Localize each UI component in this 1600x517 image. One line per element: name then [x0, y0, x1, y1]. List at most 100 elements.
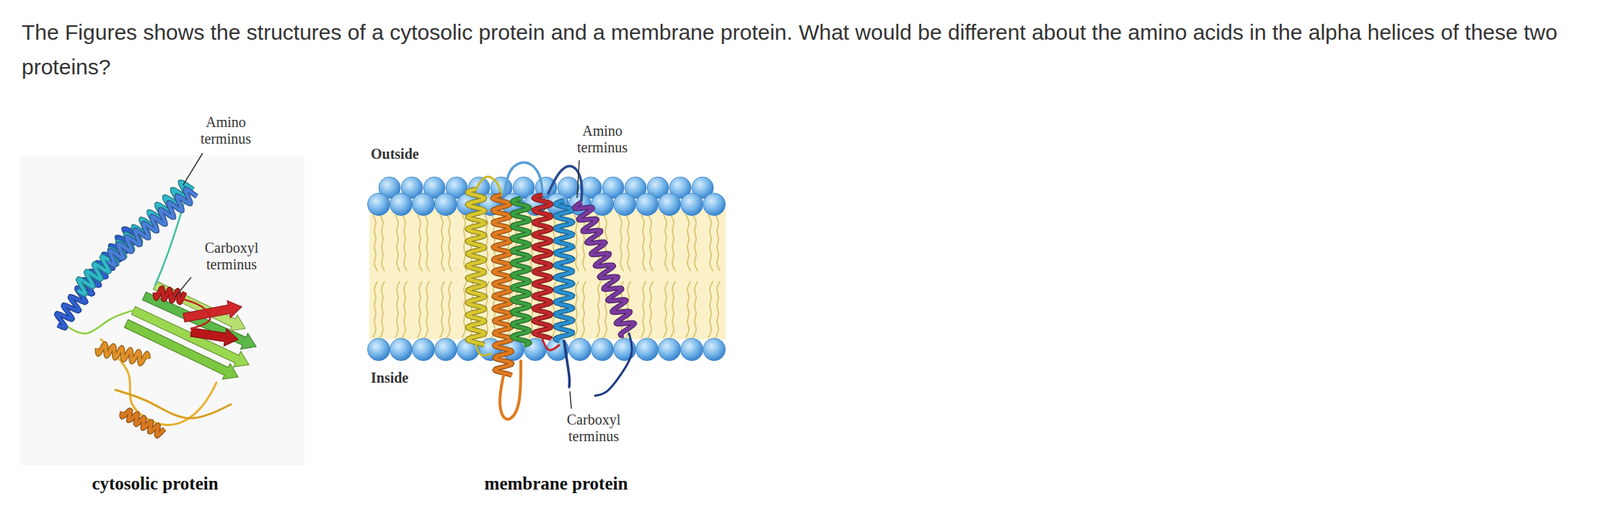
- lipid-head: [636, 338, 659, 361]
- lipid-head: [703, 338, 726, 361]
- alpha-helix: [533, 194, 552, 340]
- coil-loop: [648, 281, 653, 337]
- coil-loop: [542, 339, 560, 350]
- coil-loop: [395, 281, 400, 337]
- alpha-helix: [97, 343, 148, 364]
- lipid-heads: [367, 176, 726, 361]
- lipid-head: [367, 193, 391, 216]
- terminus-label: Carboxyl terminus: [557, 411, 630, 445]
- lipid-head: [390, 193, 413, 216]
- lipid-head: [613, 193, 637, 216]
- coil-loop: [424, 281, 430, 337]
- lipid-head: [569, 338, 592, 361]
- coil-loop: [476, 176, 502, 195]
- lipid-head: [367, 338, 391, 361]
- figure-caption: membrane protein: [411, 473, 701, 495]
- coil-loop: [626, 214, 631, 271]
- coil-loop: [380, 281, 385, 337]
- coil-loop: [115, 389, 231, 418]
- coil-loop: [169, 295, 210, 329]
- coil-loop: [648, 214, 653, 271]
- helix-edge: [533, 194, 552, 340]
- lipid-head: [390, 338, 413, 361]
- lipid-head: [434, 193, 458, 216]
- coil-loop: [686, 214, 691, 271]
- coil-loop: [686, 281, 691, 337]
- coil-loop: [440, 214, 445, 271]
- lipid-head: [591, 338, 614, 361]
- coil-loop: [504, 162, 543, 194]
- coil-loop: [663, 214, 668, 271]
- side-label: Inside: [370, 369, 458, 386]
- coil-loop: [693, 281, 698, 337]
- membrane-protein-figure: [367, 160, 727, 420]
- lipid-head: [680, 338, 704, 361]
- terminus-label: Amino terminus: [189, 113, 262, 148]
- coil-loop: [708, 214, 713, 271]
- coil-loop: [447, 214, 452, 271]
- panel-background: [20, 155, 305, 465]
- alpha-helix: [108, 188, 197, 265]
- coil-loop: [596, 281, 601, 337]
- coil-loop: [64, 310, 134, 334]
- coil-loop: [663, 281, 668, 337]
- figure-caption: cytosolic protein: [46, 473, 264, 495]
- coil-loop: [715, 281, 720, 337]
- lipid-head: [412, 338, 435, 361]
- coil-loop: [380, 214, 385, 271]
- coil-loop: [641, 281, 646, 337]
- question-title: The Figures shows the structures of a cy…: [21, 15, 1588, 85]
- alpha-helix: [512, 198, 530, 345]
- coil-loop: [424, 214, 430, 271]
- terminus-label: Carboxyl terminus: [195, 239, 268, 273]
- coil-loop: [708, 281, 713, 337]
- coil-loop: [595, 333, 632, 396]
- coil-loop: [581, 281, 586, 337]
- coil-loop: [417, 214, 423, 271]
- coil-loop: [693, 214, 698, 271]
- coil-loop: [417, 281, 423, 337]
- cytosolic-protein-figure: [20, 152, 305, 465]
- helix-edge: [121, 409, 165, 436]
- coil-loop: [670, 281, 676, 337]
- coil-loop: [372, 281, 378, 337]
- helix-edge: [555, 200, 573, 341]
- alpha-helix: [467, 188, 485, 345]
- helix-edge: [97, 343, 148, 364]
- coil-loop: [670, 214, 676, 271]
- terminus-label: Amino terminus: [566, 122, 639, 156]
- alpha-helix: [574, 201, 635, 336]
- coil-loop: [499, 360, 521, 420]
- leader-line: [183, 152, 203, 185]
- coil-loop: [372, 214, 378, 271]
- lipid-head: [658, 338, 681, 361]
- alpha-helix: [121, 409, 165, 436]
- lipid-head: [680, 193, 704, 216]
- lipid-head: [636, 193, 659, 216]
- coil-loop: [564, 340, 570, 387]
- alpha-helix: [492, 194, 513, 376]
- coil-loop: [715, 214, 720, 271]
- side-label: Outside: [370, 145, 458, 163]
- coil-loop: [447, 281, 452, 337]
- helix-edge: [108, 188, 197, 265]
- lipid-head: [703, 193, 726, 216]
- coil-loop: [476, 344, 491, 355]
- helix-edge: [492, 194, 513, 376]
- beta-strand: [190, 327, 239, 346]
- lipid-head: [434, 338, 458, 361]
- coil-loop: [402, 214, 407, 271]
- coil-loop: [641, 214, 646, 271]
- helix-edge: [467, 188, 485, 345]
- lipid-head: [412, 193, 435, 216]
- leader-line: [174, 277, 192, 298]
- coil-loop: [402, 281, 407, 337]
- helix-edge: [574, 201, 635, 336]
- leader-line: [577, 160, 580, 198]
- lipid-head: [591, 193, 614, 216]
- coil-loop: [395, 214, 400, 271]
- helix-edge: [512, 198, 530, 345]
- coil-loop: [618, 214, 624, 271]
